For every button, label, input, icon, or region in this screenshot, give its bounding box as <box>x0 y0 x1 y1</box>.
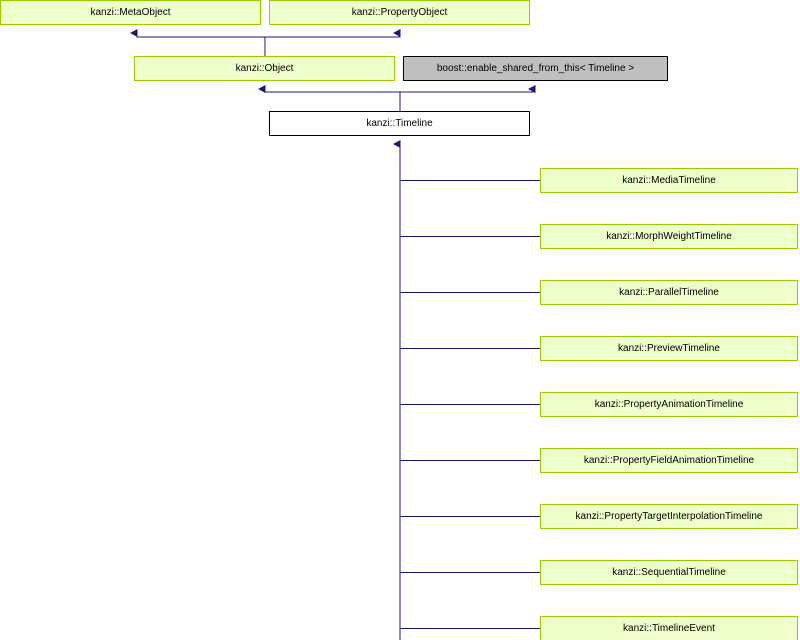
node-label: kanzi::PropertyFieldAnimationTimeline <box>583 455 755 466</box>
node-kanzi-previewtimeline[interactable]: kanzi::PreviewTimeline <box>540 336 798 361</box>
node-label: kanzi::PropertyAnimationTimeline <box>594 399 744 410</box>
node-label: kanzi::PropertyObject <box>351 7 448 18</box>
node-kanzi-timeline[interactable]: kanzi::Timeline <box>269 111 530 136</box>
node-label: kanzi::MorphWeightTimeline <box>606 231 732 242</box>
node-label: kanzi::TimelineEvent <box>623 623 715 634</box>
node-label: kanzi::SequentialTimeline <box>612 567 726 578</box>
node-kanzi-paralleltimeline[interactable]: kanzi::ParallelTimeline <box>540 280 798 305</box>
node-label: kanzi::MetaObject <box>90 7 171 18</box>
node-label: boost::enable_shared_from_this< Timeline… <box>436 63 635 74</box>
node-kanzi-sequentialtimeline[interactable]: kanzi::SequentialTimeline <box>540 560 798 585</box>
node-kanzi-propertyfieldanimationtimeline[interactable]: kanzi::PropertyFieldAnimationTimeline <box>540 448 798 473</box>
node-kanzi-metaobject[interactable]: kanzi::MetaObject <box>0 0 261 25</box>
node-label: kanzi::ParallelTimeline <box>619 287 719 298</box>
edge-object-to-bases <box>130 29 401 56</box>
edge-derived-to-timeline <box>393 140 540 640</box>
node-kanzi-mediatimeline[interactable]: kanzi::MediaTimeline <box>540 168 798 193</box>
node-kanzi-timelineevent[interactable]: kanzi::TimelineEvent <box>540 616 798 640</box>
node-kanzi-propertyobject[interactable]: kanzi::PropertyObject <box>269 0 530 25</box>
node-boost-enable-shared-from-this[interactable]: boost::enable_shared_from_this< Timeline… <box>403 56 668 81</box>
node-label: kanzi::PreviewTimeline <box>618 343 720 354</box>
node-label: kanzi::MediaTimeline <box>622 175 716 186</box>
edge-timeline-to-bases <box>258 85 536 111</box>
node-label: kanzi::PropertyTargetInterpolationTimeli… <box>575 511 763 522</box>
node-kanzi-morphweighttimeline[interactable]: kanzi::MorphWeightTimeline <box>540 224 798 249</box>
node-kanzi-propertyanimationtimeline[interactable]: kanzi::PropertyAnimationTimeline <box>540 392 798 417</box>
node-kanzi-object[interactable]: kanzi::Object <box>134 56 395 81</box>
node-kanzi-propertytargetinterpolationtimeline[interactable]: kanzi::PropertyTargetInterpolationTimeli… <box>540 504 798 529</box>
node-label: kanzi::Object <box>235 63 294 74</box>
node-label: kanzi::Timeline <box>366 118 433 129</box>
